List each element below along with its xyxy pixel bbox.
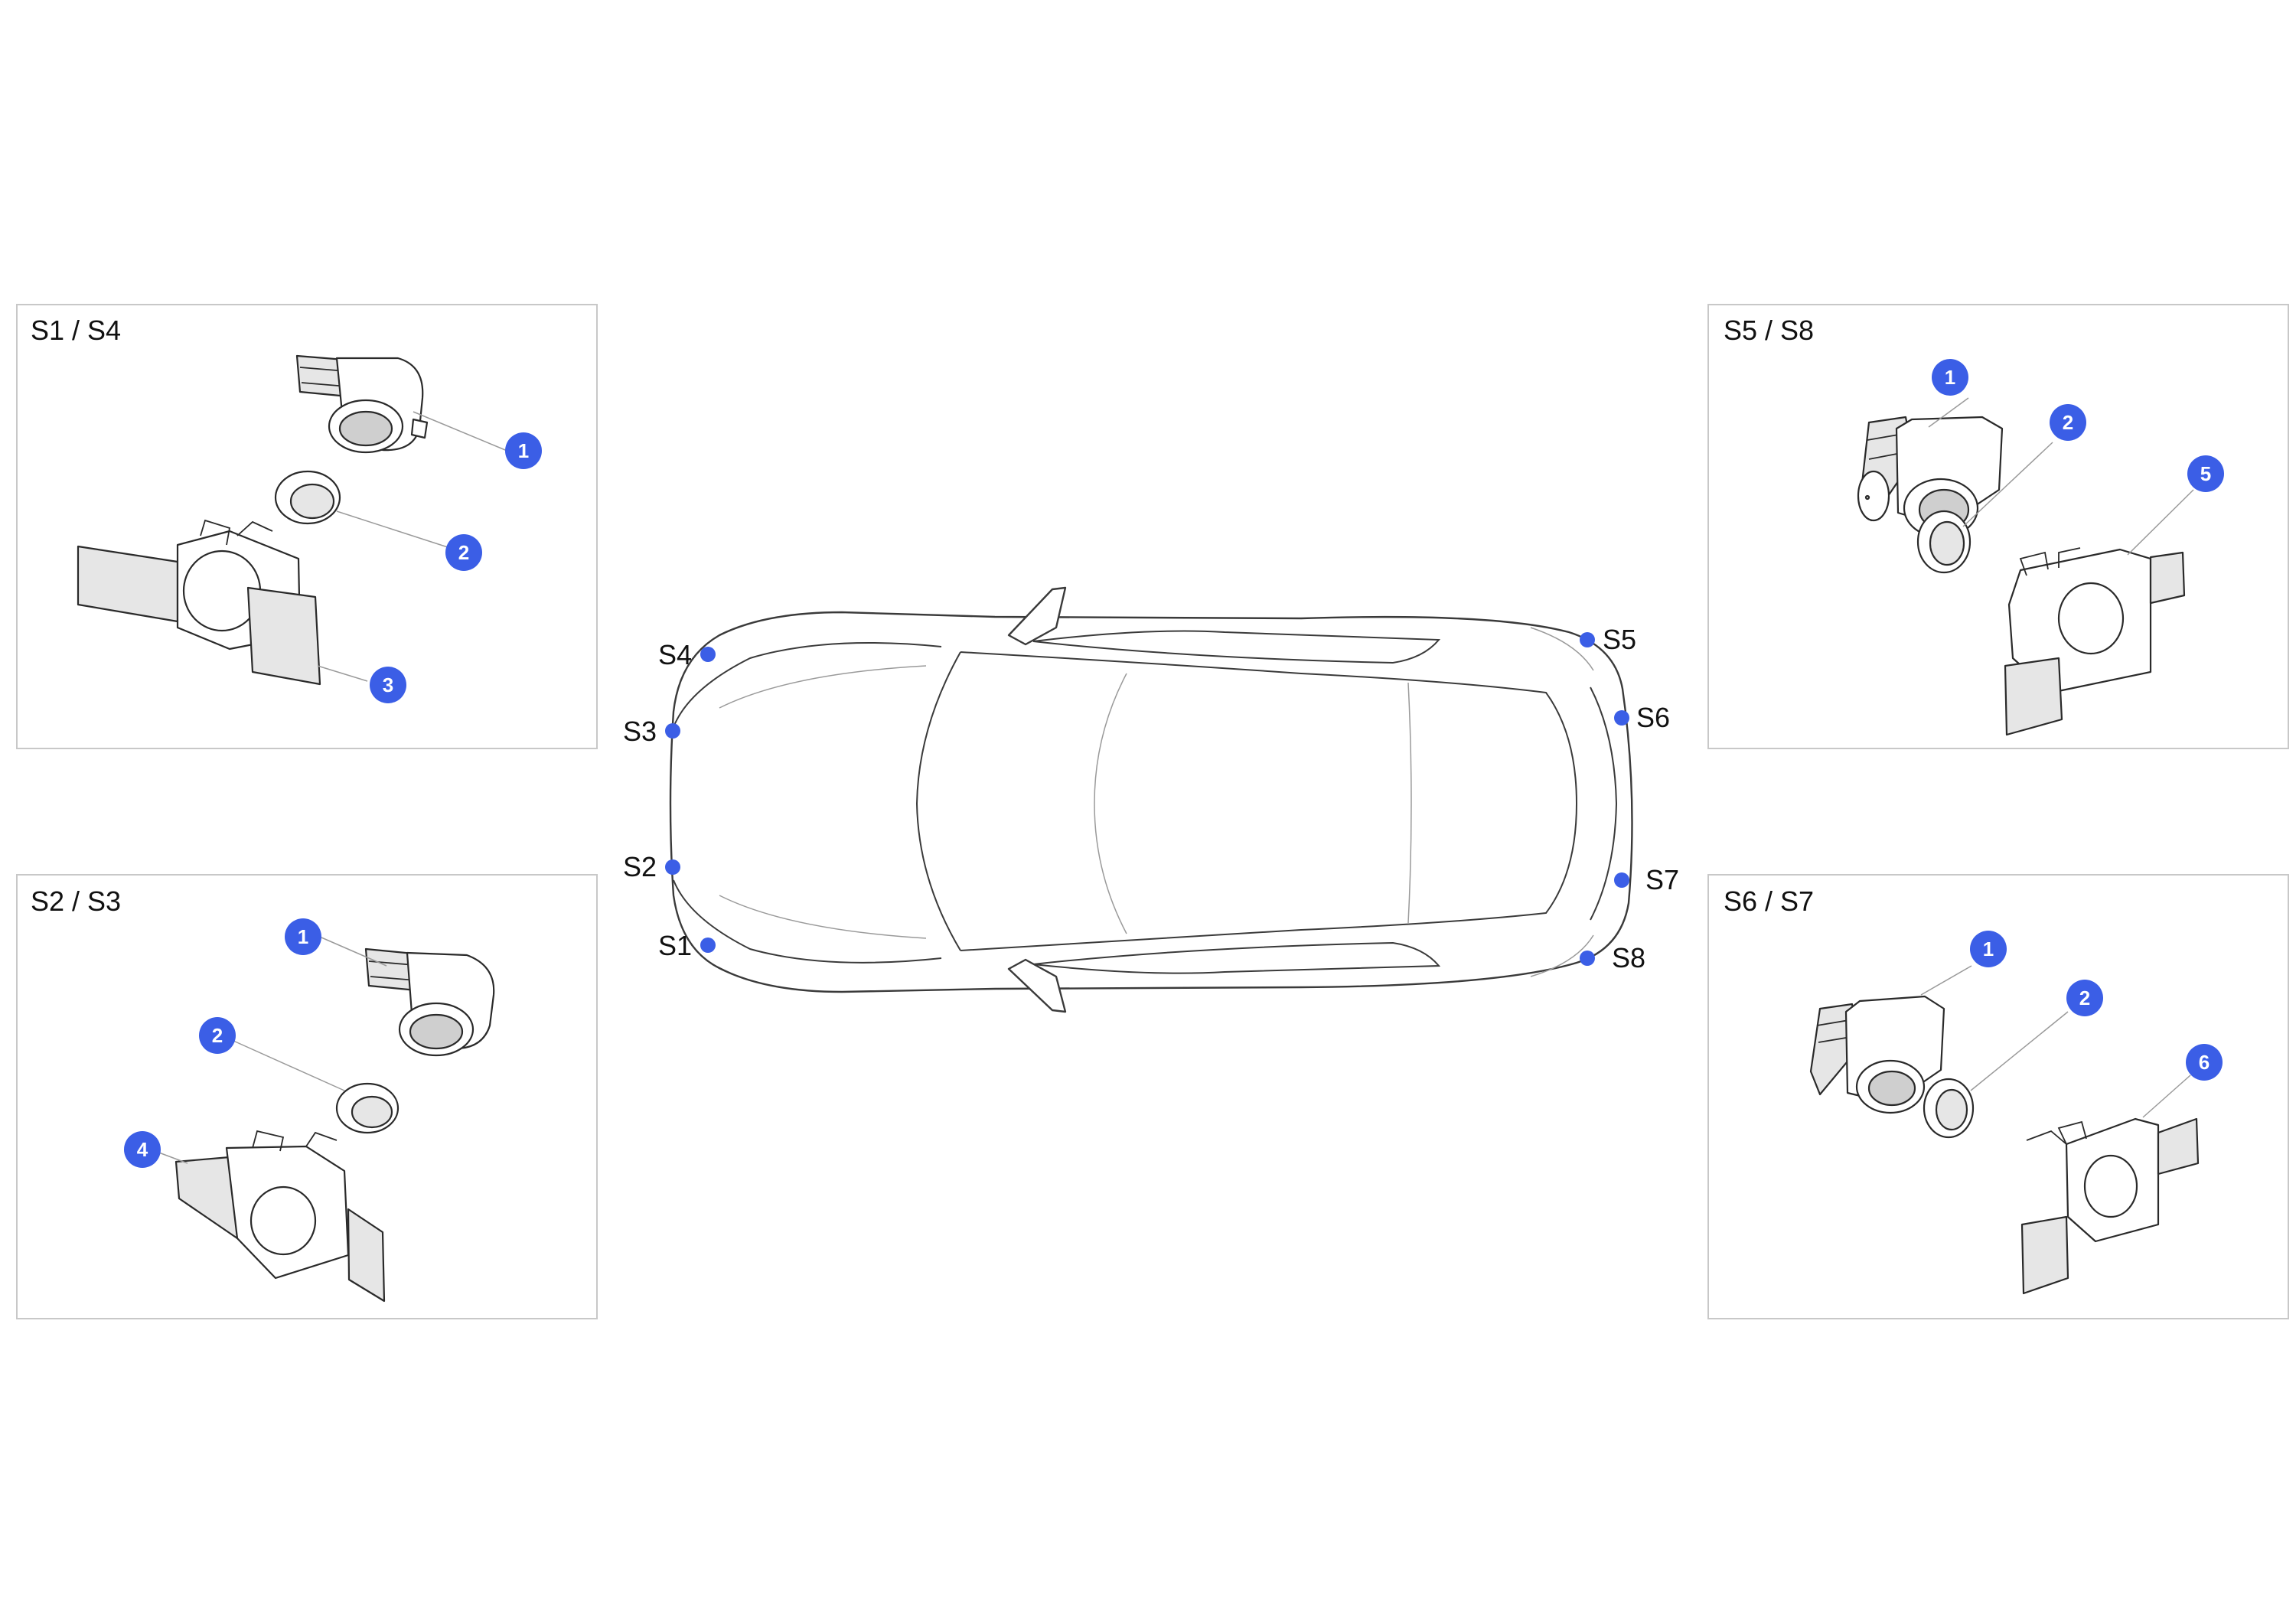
callout-badge: 1 — [505, 432, 542, 469]
leader-line — [2142, 1075, 2191, 1118]
leader-line — [1962, 442, 2053, 527]
grommet-ring-illustration — [335, 1082, 400, 1134]
svg-text:5: 5 — [2200, 462, 2211, 485]
leader-line — [233, 1040, 345, 1091]
svg-text:6: 6 — [2199, 1051, 2210, 1074]
svg-text:4: 4 — [137, 1138, 148, 1161]
sensor-part-illustration — [1809, 995, 1945, 1114]
bracket-illustration — [2004, 547, 2186, 736]
panel-s5-s8: S5 / S8 1 2 — [1707, 304, 2289, 749]
sensor-label: S8 — [1612, 942, 1645, 973]
grommet-ring-illustration — [1923, 1078, 1975, 1139]
leader-line — [1928, 397, 1969, 428]
sensor-label: S2 — [623, 851, 657, 882]
leader-line — [2127, 489, 2194, 556]
sensor-marker-s1: S1 — [658, 930, 716, 961]
sensor-marker-s4: S4 — [658, 639, 716, 670]
callout-badge: 2 — [445, 534, 482, 571]
sensor-label: S1 — [658, 930, 692, 961]
callout-badge: 1 — [1970, 931, 2007, 967]
bracket-illustration — [174, 1130, 386, 1303]
sensor-label: S7 — [1645, 864, 1679, 895]
sensor-marker-s7: S7 — [1614, 864, 1679, 895]
sensor-marker-s2: S2 — [623, 851, 680, 882]
leader-line — [317, 665, 368, 682]
svg-text:1: 1 — [1945, 366, 1955, 389]
car-top-view — [669, 586, 1633, 1013]
sensor-marker-s6: S6 — [1614, 702, 1670, 733]
bracket-illustration — [2020, 1117, 2200, 1295]
callout-badge: 4 — [124, 1131, 161, 1168]
leader-line — [1970, 1011, 2069, 1091]
panel-title: S5 / S8 — [1724, 315, 1814, 346]
car-mirror-right — [1007, 958, 1067, 1013]
panel-s2-s3: S2 / S3 1 2 — [16, 874, 598, 1319]
sensor-label: S5 — [1603, 624, 1636, 655]
sensor-label: S3 — [623, 716, 657, 747]
callout-badge: 1 — [1932, 359, 1968, 396]
callout-badge: 2 — [2050, 404, 2086, 441]
sensor-part-illustration — [364, 947, 495, 1057]
callout-badge: 3 — [370, 667, 406, 703]
car-cabin-outline — [960, 651, 1578, 951]
sensor-label: S4 — [658, 639, 692, 670]
panel-s6-s7: S6 / S7 1 2 — [1707, 874, 2289, 1319]
callout-badge: 5 — [2187, 455, 2224, 492]
panel-title: S6 / S7 — [1724, 885, 1814, 917]
sensor-part-illustration — [295, 354, 429, 454]
bracket-illustration — [77, 519, 321, 686]
leader-line — [413, 411, 510, 452]
svg-text:1: 1 — [518, 439, 529, 462]
svg-text:2: 2 — [212, 1024, 223, 1047]
panel-frame — [1707, 304, 2289, 749]
panel-s1-s4: S1 / S4 1 — [16, 304, 598, 749]
car-windshield — [915, 651, 961, 951]
svg-text:1: 1 — [298, 925, 308, 948]
svg-text:1: 1 — [1983, 938, 1994, 960]
sensor-marker-s3: S3 — [623, 716, 680, 747]
svg-text:2: 2 — [2079, 986, 2090, 1009]
leader-line — [321, 937, 387, 967]
svg-text:2: 2 — [458, 541, 469, 564]
grommet-ring-illustration — [1916, 510, 1971, 574]
panel-title: S2 / S3 — [31, 885, 121, 917]
sensor-label: S6 — [1636, 702, 1670, 733]
svg-text:2: 2 — [2063, 411, 2073, 434]
svg-text:3: 3 — [383, 673, 393, 696]
sensor-marker-s5: S5 — [1580, 624, 1636, 655]
car-body-outline — [669, 611, 1633, 993]
callout-badge: 2 — [2066, 980, 2103, 1016]
panel-title: S1 / S4 — [31, 315, 121, 346]
grommet-ring-illustration — [274, 470, 341, 525]
sensor-marker-s8: S8 — [1580, 942, 1645, 973]
leader-line — [336, 510, 448, 548]
leader-line — [1920, 965, 1972, 996]
callout-badge: 2 — [199, 1017, 236, 1054]
callout-badge: 6 — [2186, 1044, 2223, 1081]
car-mirror-left — [1007, 586, 1067, 646]
callout-badge: 1 — [285, 918, 321, 955]
leader-line — [156, 1151, 188, 1164]
